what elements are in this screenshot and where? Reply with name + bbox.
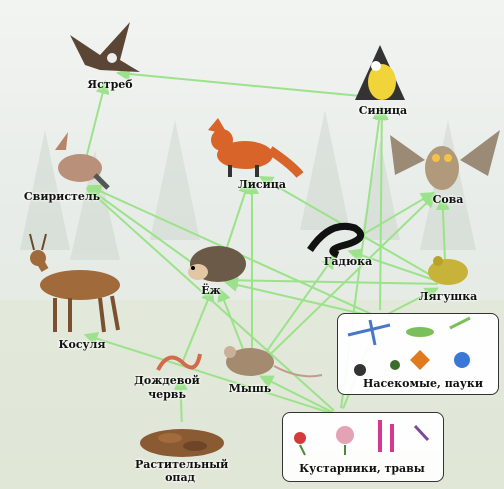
label-shrubs: Кустарники, травы xyxy=(299,462,425,475)
viper-icon xyxy=(310,226,361,255)
mouse-icon xyxy=(224,346,322,376)
owl-icon xyxy=(390,130,500,190)
fox-icon xyxy=(208,118,300,177)
label-roe-deer: Косуля xyxy=(59,338,106,351)
tit-icon xyxy=(355,45,405,100)
earthworm-icon xyxy=(158,354,200,370)
label-frog: Лягушка xyxy=(419,290,478,303)
label-viper: Гадюка xyxy=(324,255,372,268)
hedgehog-icon xyxy=(188,246,246,282)
label-waxwing: Свиристель xyxy=(24,190,100,203)
hawk-icon xyxy=(70,22,140,72)
label-insects: Насекомые, пауки xyxy=(363,377,483,390)
label-fox: Лисица xyxy=(238,178,286,191)
insects-icons xyxy=(348,318,470,376)
label-litter: Растительный опад xyxy=(135,458,225,484)
label-earthworm: Дождевой червь xyxy=(127,374,207,402)
label-mouse: Мышь xyxy=(229,382,272,395)
roe-deer-icon xyxy=(30,234,120,332)
label-owl: Сова xyxy=(433,193,464,206)
waxwing-icon xyxy=(55,132,108,188)
label-tit: Синица xyxy=(359,104,407,117)
leaf-litter-icon xyxy=(140,429,224,457)
shrubs-icons xyxy=(294,420,428,455)
frog-icon xyxy=(428,256,468,285)
label-hedgehog: Ёж xyxy=(201,284,221,297)
label-hawk: Ястреб xyxy=(87,78,132,91)
